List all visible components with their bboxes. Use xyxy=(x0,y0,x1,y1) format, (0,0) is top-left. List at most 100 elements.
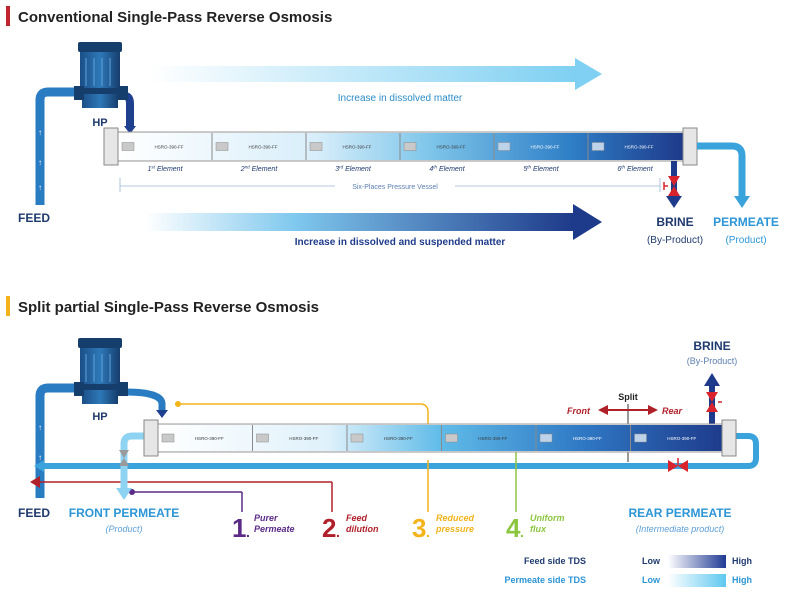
element-model-label: HSRO-390-FF xyxy=(248,145,277,150)
membrane-element-2: HSRO-390-FF xyxy=(252,425,318,451)
element-model-label: HSRO-390-FF xyxy=(154,145,183,150)
svg-text:↑: ↑ xyxy=(38,128,42,137)
membrane-element-5: HSRO-390-FF xyxy=(535,425,602,451)
membrane-element-1: HSRO-390-FF 1st Element xyxy=(117,133,184,174)
benefit-line2: pressure xyxy=(435,524,474,534)
permeate-label: PERMEATE xyxy=(713,215,779,229)
benefit-number: 4 xyxy=(506,513,521,543)
svg-text:.: . xyxy=(246,524,250,540)
section2-accent-bar xyxy=(6,296,10,316)
element-position-label: 3rd Element xyxy=(335,165,372,174)
element-model-label: HSRO-390-FF xyxy=(573,436,602,441)
legend-permeate-swatch xyxy=(668,574,726,587)
permeate-collection-pipe xyxy=(34,433,759,472)
rear-label: Rear xyxy=(662,406,683,416)
element-model-label: HSRO-390-FF xyxy=(384,436,413,441)
feed-pipe-2: ↑ ↑ xyxy=(35,383,168,498)
element-position-label: 6th Element xyxy=(617,165,653,174)
membrane-element-6: HSRO-390-FF 6th Element xyxy=(587,133,654,174)
front-permeate-label: FRONT PERMEATE xyxy=(69,506,179,520)
benefit-line2: flux xyxy=(530,524,547,534)
membrane-element-4: HSRO-390-FF xyxy=(441,425,507,451)
membrane-element-2: HSRO-390-FF 2nd Element xyxy=(211,133,279,174)
legend-permeate-low: Low xyxy=(642,575,661,585)
pump-label: HP xyxy=(92,117,107,129)
feed-dilution-line xyxy=(30,476,333,512)
legend-feed-swatch xyxy=(668,555,726,568)
brine-label: BRINE xyxy=(656,215,693,229)
element-model-label: HSRO-390-FF xyxy=(289,436,318,441)
element-position-label: 5th Element xyxy=(523,165,559,174)
svg-text:↑: ↑ xyxy=(38,423,42,432)
membrane-element-4: HSRO-390-FF 4th Element xyxy=(399,133,466,174)
benefit-line2: dilution xyxy=(346,524,379,534)
legend-feed-label: Feed side TDS xyxy=(524,556,586,566)
membrane-element-3: HSRO-390-FF xyxy=(346,425,413,451)
element-position-label: 4th Element xyxy=(429,165,465,174)
front-rear-arrow xyxy=(598,405,658,415)
brine-sub-label: (By-Product) xyxy=(647,235,703,246)
dissolved-matter-text: Increase in dissolved matter xyxy=(338,93,463,104)
legend-permeate-label: Permeate side TDS xyxy=(504,575,586,585)
brine-valve-icon xyxy=(663,176,680,196)
benefit-3: 3 . Reduced pressure xyxy=(412,513,475,543)
membrane-element-5: HSRO-390-FF 5th Element xyxy=(493,133,560,174)
svg-text:.: . xyxy=(426,524,430,540)
element-model-label: HSRO-390-FF xyxy=(530,145,559,150)
pump-label-2: HP xyxy=(92,411,107,423)
high-pressure-pump-icon xyxy=(74,42,128,108)
svg-text:.: . xyxy=(520,524,524,540)
rear-permeate-label: REAR PERMEATE xyxy=(628,506,731,520)
element-position-label: 1st Element xyxy=(147,165,183,174)
feed-label: FEED xyxy=(18,211,50,225)
legend-feed-low: Low xyxy=(642,556,661,566)
rear-permeate-valve-icon xyxy=(668,458,688,472)
brine-valve-icon-2 xyxy=(706,392,722,412)
membrane-element-3: HSRO-390-FF 3rd Element xyxy=(305,133,372,174)
element-model-label: HSRO-390-FF xyxy=(195,436,224,441)
element-model-label: HSRO-390-FF xyxy=(436,145,465,150)
svg-text:↑: ↑ xyxy=(38,183,42,192)
purer-permeate-line xyxy=(129,489,243,512)
front-permeate-sub-label: (Product) xyxy=(105,524,142,534)
benefit-line2: Permeate xyxy=(254,524,295,534)
suspended-matter-text: Increase in dissolved and suspended matt… xyxy=(295,237,506,248)
suspended-matter-arrow xyxy=(145,204,602,240)
element-model-label: HSRO-390-FF xyxy=(342,145,371,150)
legend-feed-high: High xyxy=(732,556,752,566)
benefit-line1: Feed xyxy=(346,513,368,523)
feed-label-2: FEED xyxy=(18,506,50,520)
reduced-pressure-line xyxy=(175,401,429,425)
front-permeate-pipe xyxy=(116,432,150,500)
benefit-4: 4 . Uniform flux xyxy=(506,513,565,543)
front-label: Front xyxy=(567,406,591,416)
benefit-line1: Purer xyxy=(254,513,278,523)
section1-accent-bar xyxy=(6,6,10,26)
high-pressure-pump-icon-2 xyxy=(74,338,128,404)
element-model-label: HSRO-390-FF xyxy=(478,436,507,441)
svg-text:↑: ↑ xyxy=(38,158,42,167)
permeate-pipe xyxy=(697,142,750,208)
pressure-vessel-2 xyxy=(143,419,737,457)
benefit-2: 2 . Feed dilution xyxy=(322,513,379,543)
benefit-line1: Uniform xyxy=(530,513,565,523)
permeate-sub-label: (Product) xyxy=(725,235,766,246)
benefit-number: 1 xyxy=(232,513,246,543)
svg-text:.: . xyxy=(336,524,340,540)
legend-permeate-high: High xyxy=(732,575,752,585)
section2-title: Split partial Single-Pass Reverse Osmosi… xyxy=(18,299,319,316)
benefit-number: 3 xyxy=(412,513,426,543)
brine-sub-label-2: (By-Product) xyxy=(687,356,738,366)
brine-label-2: BRINE xyxy=(693,339,730,353)
element-model-label: HSRO-390-FF xyxy=(624,145,653,150)
vessel-label: Six-Places Pressure Vessel xyxy=(352,184,438,191)
membrane-element-6: HSRO-390-FF xyxy=(630,425,696,451)
benefit-1: 1 . Purer Permeate xyxy=(232,513,295,543)
benefit-line1: Reduced xyxy=(436,513,475,523)
tds-legend: Feed side TDS Low High Permeate side TDS… xyxy=(504,555,752,587)
benefit-number: 2 xyxy=(322,513,336,543)
split-label: Split xyxy=(618,392,638,402)
element-position-label: 2nd Element xyxy=(240,165,279,174)
section1-title: Conventional Single-Pass Reverse Osmosis xyxy=(18,9,332,26)
